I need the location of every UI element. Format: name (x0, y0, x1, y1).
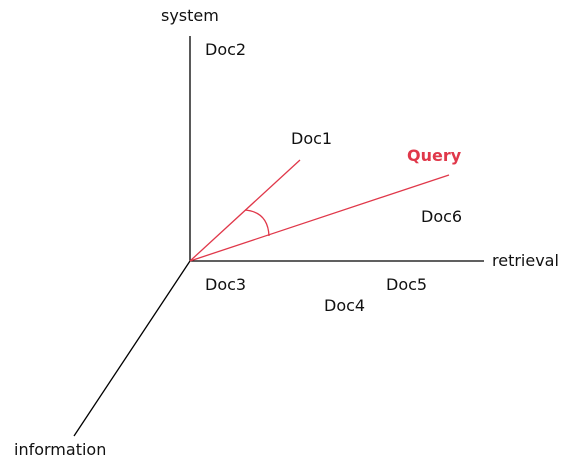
doc3-label: Doc3 (205, 275, 246, 294)
doc2-label: Doc2 (205, 40, 246, 59)
query-vector (189, 174, 450, 262)
information-axis (73, 260, 191, 437)
retrieval-axis-label: retrieval (492, 251, 559, 270)
doc5-label: Doc5 (386, 275, 427, 294)
doc1-label: Doc1 (291, 129, 332, 148)
query-label: Query (407, 146, 462, 165)
system-axis-label: system (161, 6, 219, 25)
doc6-label: Doc6 (421, 207, 462, 226)
angle-arc (244, 209, 270, 237)
information-axis-label: information (14, 440, 106, 459)
doc4-label: Doc4 (324, 296, 365, 315)
